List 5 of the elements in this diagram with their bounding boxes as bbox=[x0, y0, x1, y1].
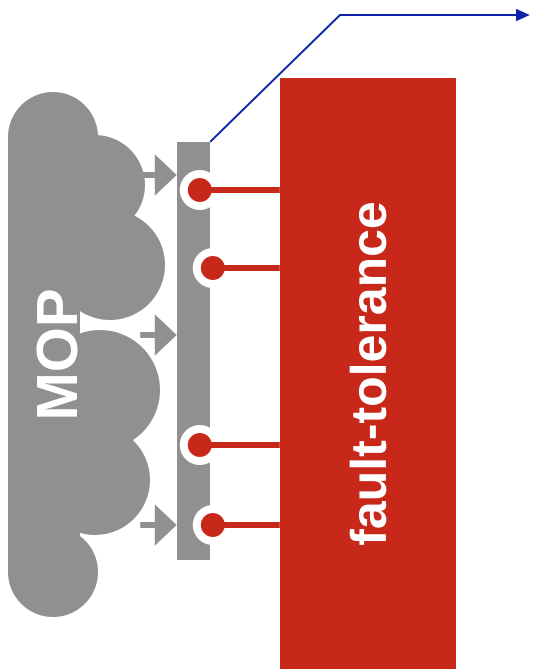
socket-connector bbox=[180, 170, 280, 210]
socket-connector bbox=[192, 505, 280, 545]
socket-connector bbox=[180, 425, 280, 465]
socket-connector bbox=[192, 248, 280, 288]
process-box: fault-tolerance bbox=[280, 78, 456, 669]
